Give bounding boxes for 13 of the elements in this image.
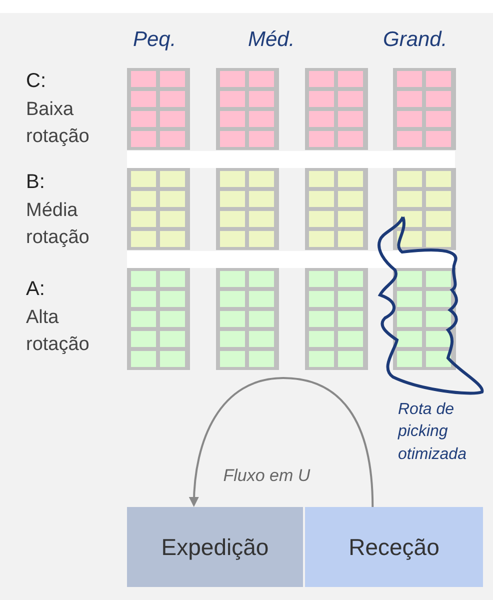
row-label: Média rotação: [26, 199, 90, 250]
row-label: Baixa rotação: [26, 98, 90, 149]
row-label: Alta rotação: [26, 306, 90, 357]
column-header: Grand.: [383, 28, 448, 52]
row-label: B:: [26, 171, 45, 194]
shipping-area: Expedição: [127, 507, 303, 587]
row-label: A:: [26, 278, 45, 301]
column-header: Peq.: [133, 28, 176, 52]
row-label: C:: [26, 70, 46, 93]
column-header: Méd.: [248, 28, 295, 52]
route-note: Rota de picking otimizada: [398, 400, 468, 465]
curved-arrow: [189, 377, 374, 508]
receiving-area: Receção: [305, 507, 483, 587]
